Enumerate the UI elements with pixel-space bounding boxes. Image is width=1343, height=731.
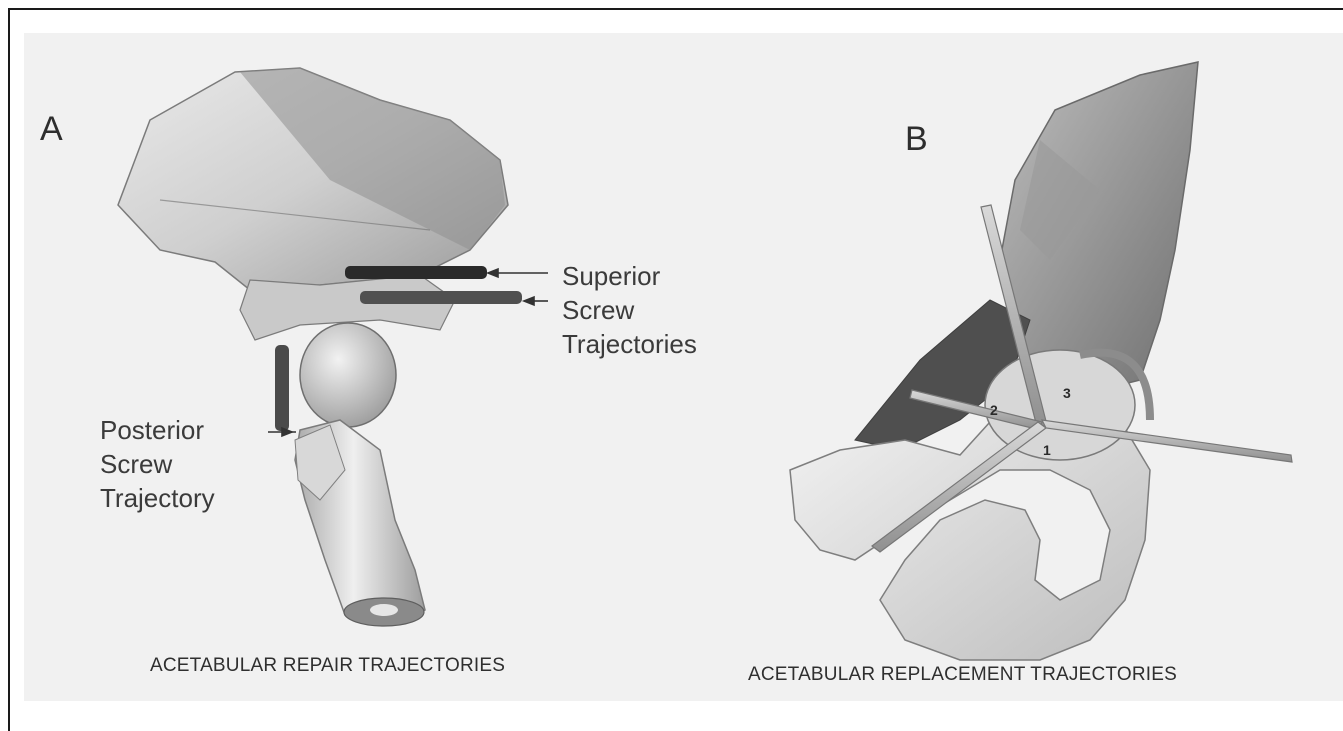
posterior-screw-label: Posterior Screw Trajectory (100, 413, 215, 515)
panel-b-pelvis-model (790, 62, 1198, 660)
panel-a-caption: ACETABULAR REPAIR TRAJECTORIES (150, 655, 505, 677)
panel-b-letter: B (905, 120, 928, 159)
panel-a-posterior-screw (275, 345, 289, 431)
axis-number-3: 3 (1063, 385, 1071, 401)
panel-b-caption: ACETABULAR REPLACEMENT TRAJECTORIES (748, 664, 1177, 686)
axis-number-1: 1 (1043, 442, 1051, 458)
axis-number-2: 2 (990, 402, 998, 418)
superior-screw-label: Superior Screw Trajectories (562, 259, 697, 361)
panel-a-letter: A (40, 110, 63, 149)
panel-a-pelvis-model (118, 68, 508, 626)
